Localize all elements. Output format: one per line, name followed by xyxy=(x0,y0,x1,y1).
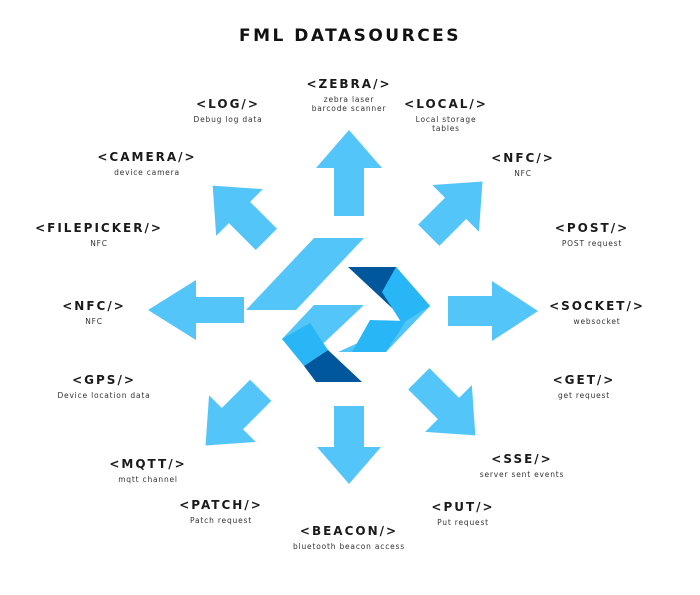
datasource-description: bluetooth beacon access xyxy=(293,542,405,551)
datasource-tag: <LOG/> xyxy=(196,97,260,111)
datasource-get: <GET/> get request xyxy=(494,373,674,400)
datasource-tag: <MQTT/> xyxy=(109,457,187,471)
datasource-description: server sent events xyxy=(479,470,565,479)
datasource-description: Debug log data xyxy=(193,115,263,124)
datasource-tag: <ZEBRA/> xyxy=(306,77,392,91)
datasource-description: Local storage tables xyxy=(415,115,477,133)
datasource-description: POST request xyxy=(561,239,623,248)
datasource-patch: <PATCH/> Patch request xyxy=(131,498,311,525)
datasource-tag: <PUT/> xyxy=(431,500,495,514)
datasource-tag: <PATCH/> xyxy=(179,498,263,512)
arrow-up-right-icon xyxy=(418,181,483,246)
arrow-down-icon xyxy=(317,406,381,484)
arrow-right-icon xyxy=(448,281,538,341)
datasource-description: NFC xyxy=(85,317,103,326)
flutter-logo-icon xyxy=(246,238,430,382)
datasource-socket: <SOCKET/> websocket xyxy=(507,299,687,326)
datasource-log: <LOG/> Debug log data xyxy=(138,97,318,124)
datasource-put: <PUT/> Put request xyxy=(373,500,553,527)
datasource-beacon: <BEACON/> bluetooth beacon access xyxy=(259,524,439,551)
datasource-sse: <SSE/> server sent events xyxy=(432,452,612,479)
diagram-title: FML DATASOURCES xyxy=(238,26,462,46)
datasource-tag: <SOCKET/> xyxy=(549,299,645,313)
datasource-local: <LOCAL/> Local storage tables xyxy=(356,97,536,133)
datasource-description: mqtt channel xyxy=(118,475,178,484)
datasource-tag: <GET/> xyxy=(552,373,616,387)
datasource-description: websocket xyxy=(573,317,621,326)
datasource-mqtt: <MQTT/> mqtt channel xyxy=(58,457,238,484)
arrow-down-right-icon xyxy=(408,368,476,436)
datasource-tag: <BEACON/> xyxy=(299,524,399,538)
datasource-tag: <FILEPICKER/> xyxy=(35,221,163,235)
arrow-left-icon xyxy=(148,280,244,340)
datasource-description: get request xyxy=(557,391,610,400)
datasource-tag: <CAMERA/> xyxy=(97,150,197,164)
datasource-tag: <POST/> xyxy=(554,221,630,235)
datasource-zebra: <ZEBRA/> zebra laser barcode scanner xyxy=(259,77,439,113)
datasource-tag: <NFC/> xyxy=(62,299,126,313)
arrow-down-left-icon xyxy=(205,379,272,446)
datasource-description: device camera xyxy=(114,168,180,177)
datasource-nfc-right: <NFC/> NFC xyxy=(433,151,613,178)
datasource-description: Device location data xyxy=(57,391,151,400)
datasource-gps: <GPS/> Device location data xyxy=(14,373,194,400)
arrow-up-icon xyxy=(316,130,382,216)
datasource-camera: <CAMERA/> device camera xyxy=(57,150,237,177)
datasource-description: NFC xyxy=(514,169,532,178)
datasource-description: NFC xyxy=(90,239,108,248)
datasource-tag: <NFC/> xyxy=(491,151,555,165)
datasource-description: zebra laser barcode scanner xyxy=(311,95,387,113)
arrows-group xyxy=(148,130,538,484)
arrow-up-left-icon xyxy=(212,185,277,250)
datasource-tag: <LOCAL/> xyxy=(404,97,488,111)
datasource-filepicker: <FILEPICKER/> NFC xyxy=(9,221,189,248)
datasource-tag: <GPS/> xyxy=(72,373,136,387)
datasource-tag: <SSE/> xyxy=(491,452,553,466)
datasource-nfc-left: <NFC/> NFC xyxy=(4,299,184,326)
datasource-description: Put request xyxy=(437,518,489,527)
datasource-description: Patch request xyxy=(190,516,252,525)
datasource-post: <POST/> POST request xyxy=(502,221,682,248)
